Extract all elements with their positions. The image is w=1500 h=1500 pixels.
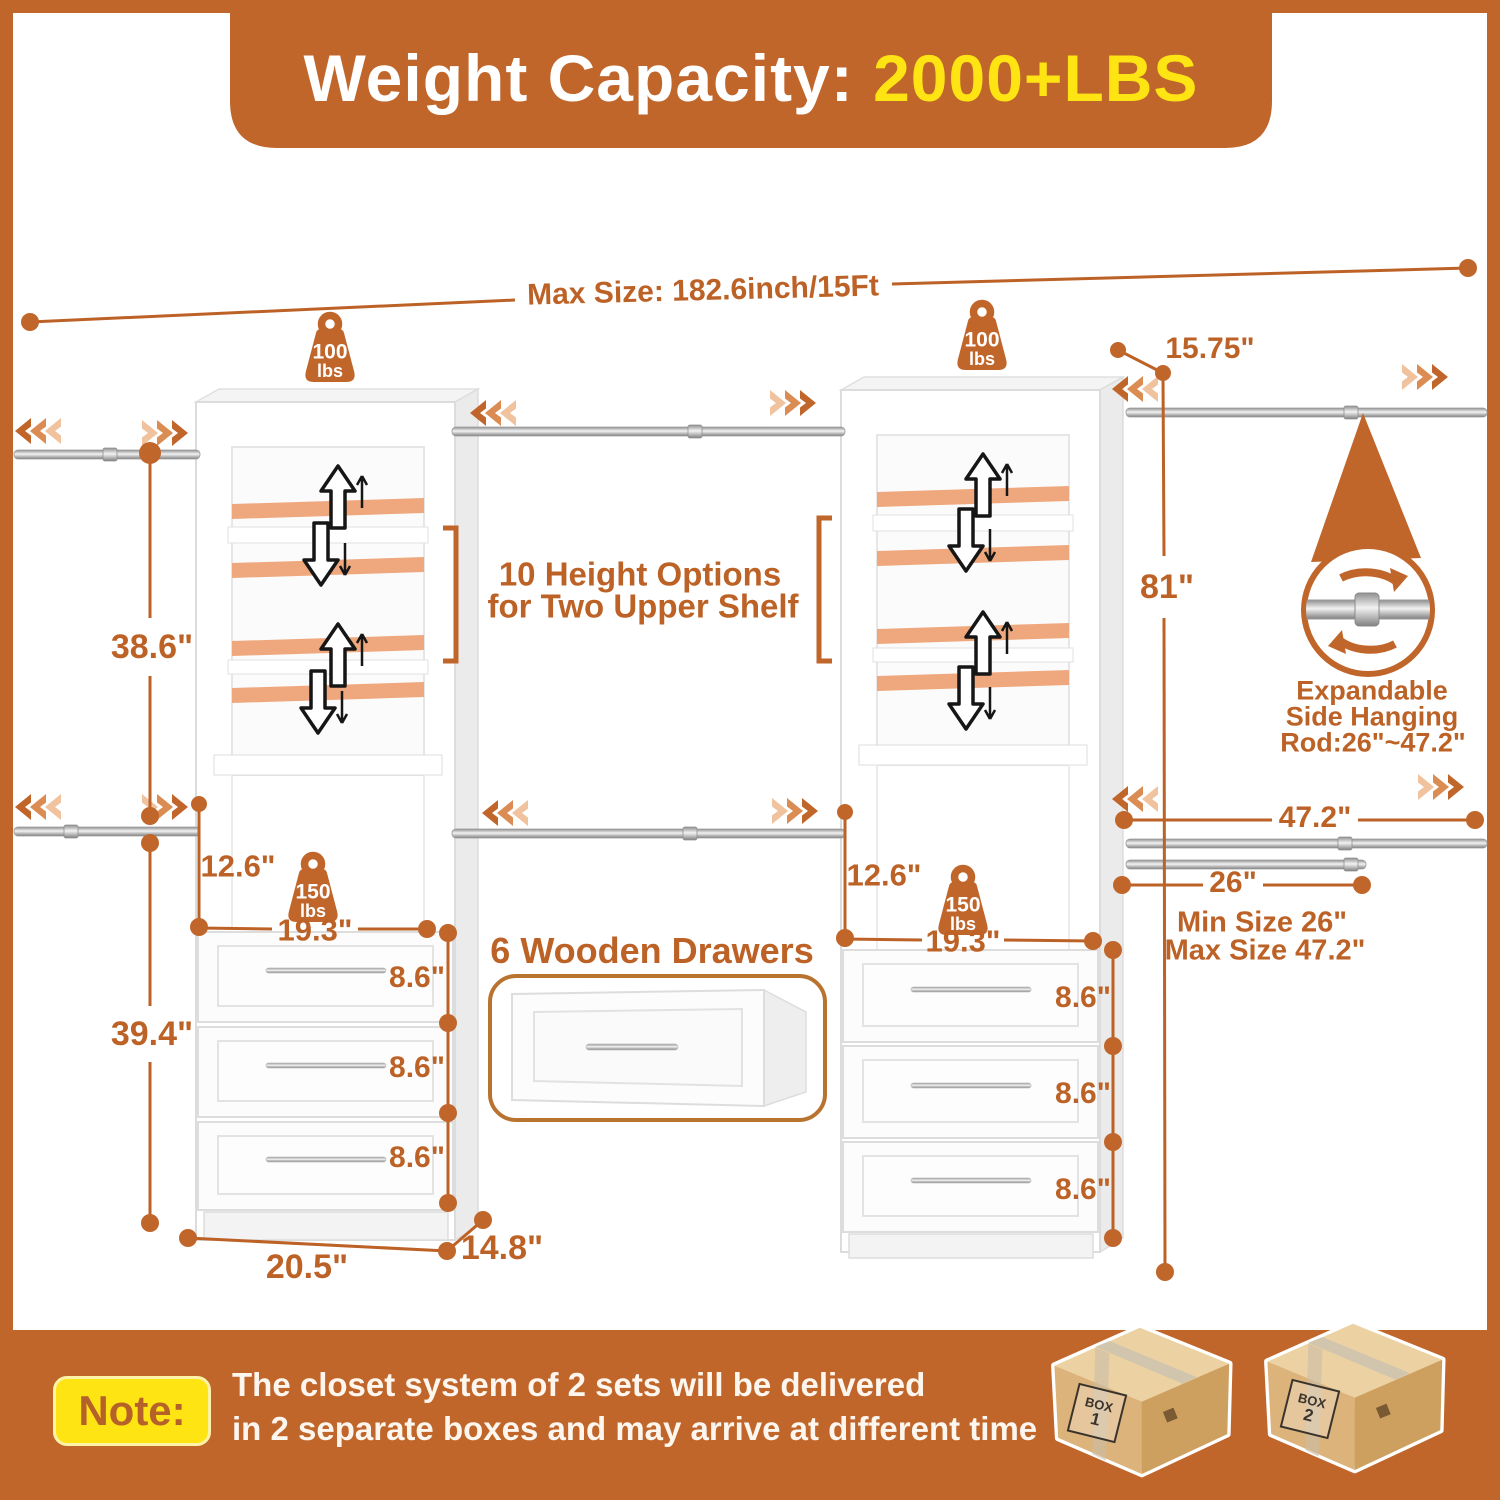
base-depth-label: 14.8" (460, 1229, 544, 1267)
wooden-drawers-label: 6 Wooden Drawers (490, 930, 814, 971)
drawer (842, 1141, 1099, 1233)
rod-drop-right-label: 12.6" (846, 857, 922, 893)
rod-magnifier (1301, 413, 1435, 677)
rod-drop-left-label: 12.6" (200, 848, 276, 884)
weight-unit: lbs (949, 914, 977, 934)
height-options-line1: 10 Height Options (498, 555, 782, 593)
title-highlight: 2000+LBS (873, 41, 1199, 115)
lower-left-height-label: 39.4" (110, 1015, 194, 1053)
note-bar (0, 1330, 1500, 1500)
height-options-line2: for Two Upper Shelf (487, 587, 799, 625)
weight-value: 150 (945, 893, 981, 917)
rod-max-size-label: Max Size 47.2" (1164, 934, 1366, 967)
closet-tower-right (838, 375, 1126, 1259)
tower-base (203, 1211, 449, 1241)
page-title: Weight Capacity: 2000+LBS (304, 40, 1199, 116)
drawer-handle (910, 1177, 1032, 1184)
drawer-handle (265, 1156, 387, 1163)
weight-unit: lbs (316, 361, 344, 381)
drawer-handle (910, 1082, 1032, 1089)
weight-value: 100 (964, 328, 1000, 352)
right-total-height-label: 81" (1140, 568, 1194, 606)
hanging-rods (13, 405, 1488, 872)
upper-left-height-label: 38.6" (110, 628, 194, 666)
dimension-lines (29, 266, 1475, 1273)
drawer (197, 1121, 454, 1211)
movable-shelf (872, 647, 1074, 663)
drawer-handle (585, 1043, 679, 1051)
drawer (842, 949, 1099, 1043)
drawer (197, 931, 454, 1023)
drawer-height-label: 8.6" (389, 1141, 445, 1174)
fixed-shelf (858, 744, 1088, 766)
drawer (197, 1026, 454, 1118)
closet-tower-left (193, 387, 481, 1242)
shelf-position-highlight (877, 486, 1069, 507)
expandable-line1: Expandable (1296, 675, 1448, 706)
movable-shelf (227, 659, 429, 675)
weight-unit: lbs (968, 349, 996, 369)
top-depth-label: 15.75" (1165, 332, 1255, 365)
title-prefix: Weight Capacity: (303, 41, 874, 115)
header-banner (230, 0, 1272, 148)
expandable-line3: Rod:26"~47.2" (1280, 727, 1466, 758)
tower-base (848, 1233, 1094, 1259)
drawer-handle (910, 986, 1032, 993)
drawer-height-label: 8.6" (1055, 981, 1111, 1014)
base-width-label: 20.5" (265, 1248, 349, 1286)
drawer-height-label: 8.6" (1055, 1077, 1111, 1110)
drawer-inset (488, 974, 827, 1122)
note-text-line1: The closet system of 2 sets will be deli… (232, 1366, 926, 1403)
adjust-zone-bracket (816, 515, 832, 664)
expandable-line2: Side Hanging (1285, 701, 1459, 732)
weight-value: 150 (295, 880, 331, 904)
note-text-line2: in 2 separate boxes and may arrive at di… (232, 1410, 1038, 1447)
fixed-shelf (213, 754, 443, 776)
drawer (842, 1045, 1099, 1139)
weight-unit: lbs (299, 901, 327, 921)
rod-min-label: 26" (1209, 866, 1257, 899)
rod-min-size-label: Min Size 26" (1176, 906, 1348, 939)
rod-max-label: 47.2" (1278, 801, 1352, 834)
note-badge: Note: (53, 1376, 211, 1446)
shelf-position-highlight (232, 498, 424, 519)
dimension-dots (21, 259, 1484, 1281)
drawer-handle (265, 967, 387, 974)
adjust-zone-bracket (443, 525, 459, 664)
weight-value: 100 (312, 340, 348, 364)
drawer-height-label: 8.6" (1055, 1173, 1111, 1206)
drawer-handle (265, 1062, 387, 1069)
drawer-height-label: 8.6" (389, 961, 445, 994)
tower-width-right-label: 19.3" (925, 923, 1001, 959)
drawer-height-label: 8.6" (389, 1051, 445, 1084)
tower-width-left-label: 19.3" (277, 912, 353, 948)
